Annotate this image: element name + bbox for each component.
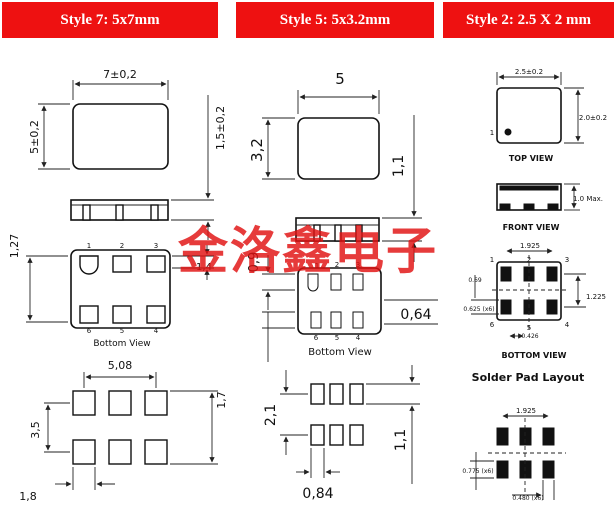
solder-pad-w-label: 0.480 (x6) <box>512 495 543 502</box>
style2-pitch-label: 0.426 <box>521 333 538 340</box>
watermark-text: 金洛鑫电子 <box>178 221 438 280</box>
style7-pin-label: 3 <box>154 242 158 250</box>
style5-land-width-label: 0,84 <box>302 486 333 502</box>
style7-pad-width-label: 1,4 <box>196 262 212 273</box>
style5-pad-width-label: 0,64 <box>400 307 431 323</box>
style2-pin-label: 3 <box>565 256 569 264</box>
style7-land-width-label: 1,8 <box>19 490 37 503</box>
solder-span-label: 1.925 <box>516 407 536 415</box>
style2-pad-w-label: 0.625 (x6) <box>463 306 494 313</box>
style2-max-height-label: 1.0 Max. <box>573 195 603 203</box>
pin1-marker-icon <box>504 128 512 136</box>
style7-pin-label: 2 <box>120 242 124 250</box>
style7-land-span-label: 3,5 <box>29 421 42 439</box>
style2-height-label: 2.0±0.2 <box>579 114 607 122</box>
style2-pin-label: 5 <box>527 324 531 332</box>
style7-height-label: 5±0,2 <box>28 120 41 154</box>
style2-top-view-label: TOP VIEW <box>509 154 554 163</box>
style7-thickness-label: 1,5±0,2 <box>214 106 227 150</box>
style5-pin-label: 3 <box>356 261 360 269</box>
style2-drawing: 1 2.5±0.2 2.0±0.2 TOP VIEW 1.0 Max. FRON… <box>462 68 607 502</box>
style5-bottom-view-label: Bottom View <box>308 347 372 358</box>
style5-pin1-pad <box>307 273 319 292</box>
header-style2: Style 2: 2.5 X 2 mm <box>443 2 614 38</box>
style2-bottom-view-label: BOTTOM VIEW <box>502 351 567 360</box>
style5-pin-label: 1 <box>315 262 319 270</box>
style2-front-view-label: FRONT VIEW <box>503 223 560 232</box>
style7-bottom-view-label: Bottom View <box>93 339 150 349</box>
style2-pin1-label: 1 <box>490 129 494 137</box>
style2-span-label: 1.925 <box>520 242 540 250</box>
style7-land-height-label: 1,7 <box>215 391 228 409</box>
header-style5: Style 5: 5x3.2mm <box>236 2 434 38</box>
style2-pin-label: 1 <box>490 256 494 264</box>
style5-height-label: 3,2 <box>248 138 266 162</box>
style5-pin-label: 2 <box>335 261 339 269</box>
style5-pin-label: 5 <box>335 334 339 342</box>
style7-pin-label: 5 <box>120 327 124 335</box>
style7-drawing: 7±0,2 5±0,2 1,5±0,2 1 2 3 6 5 4 Bottom V… <box>8 68 228 503</box>
style5-pin-label: 6 <box>314 334 319 342</box>
style2-pin-label: 4 <box>565 321 570 329</box>
style7-width-label: 7±0,2 <box>103 68 137 81</box>
style7-pin1-pad <box>79 255 99 275</box>
style2-pin-label: 2 <box>527 256 531 264</box>
style2-top-body <box>496 87 562 144</box>
style2-row-span-label: 1.225 <box>586 293 606 301</box>
solder-pad-h-label: 0.775 (x6) <box>462 468 493 475</box>
header-style7: Style 7: 5x7mm <box>2 2 218 38</box>
style2-pin-label: 6 <box>490 321 495 329</box>
solder-pad-title: Solder Pad Layout <box>472 371 585 384</box>
style5-land-height-label: 1,1 <box>393 429 409 451</box>
style7-pin-label: 6 <box>87 327 92 335</box>
style5-pad-height-label: 0,9 <box>247 252 262 273</box>
style5-pin-label: 4 <box>356 334 361 342</box>
style2-width-label: 2.5±0.2 <box>515 68 543 76</box>
style7-pin-label: 4 <box>154 327 159 335</box>
style7-land-pitch-label: 5,08 <box>108 359 133 372</box>
style7-pin-label: 1 <box>87 242 91 250</box>
style5-top-body <box>297 117 380 180</box>
style5-drawing: 5 3,2 1,1 1 2 3 6 5 4 Bottom View <box>247 70 438 502</box>
style7-top-body <box>72 103 169 170</box>
style5-thickness-label: 1,1 <box>391 155 407 177</box>
style5-width-label: 5 <box>335 70 345 88</box>
style7-pad-height-label: 1,27 <box>8 234 21 259</box>
style5-land-span-label: 2,1 <box>263 404 279 426</box>
